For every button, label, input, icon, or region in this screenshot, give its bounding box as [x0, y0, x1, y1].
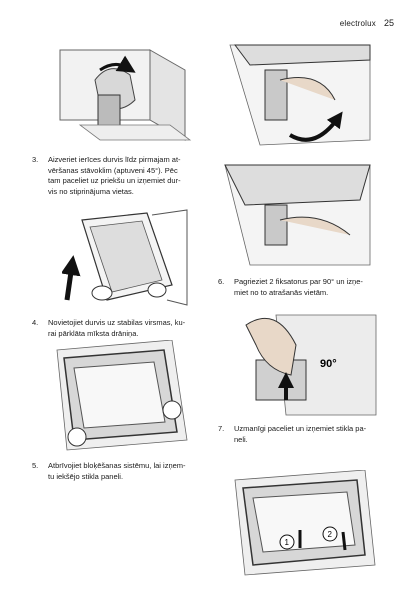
figure-lock-release	[220, 40, 380, 150]
step-number: 5.	[32, 461, 39, 470]
step-number: 4.	[32, 318, 39, 327]
page-number: 25	[383, 18, 394, 28]
step-text: Pagrieziet 2 fiksatorus par 90° un izņe-…	[234, 277, 363, 297]
figure-latch-turn	[220, 160, 380, 270]
step-6: 6. Pagrieziet 2 fiksatorus par 90° un iz…	[218, 277, 398, 298]
figure-door-on-cloth	[42, 340, 192, 455]
page-header: electrolux 25	[340, 18, 394, 28]
step-7: 7. Uzmanīgi paceliet un izņemiet stikla …	[218, 424, 398, 445]
figure-rotate-90: 90°	[236, 305, 381, 420]
step-text: Novietojiet durvis uz stabilas virsmas, …	[48, 318, 186, 338]
step-number: 6.	[218, 277, 225, 286]
step-4: 4. Novietojiet durvis uz stabilas virsma…	[32, 318, 212, 339]
marker-2-label: 2	[328, 530, 333, 539]
figure-glass-removal: 1 2	[225, 470, 380, 580]
figure-door-lift	[62, 205, 192, 310]
figure-hinge-lever	[40, 40, 200, 150]
step-text: Atbrīvojiet bloķēšanas sistēmu, lai izņe…	[48, 461, 186, 481]
step-5: 5. Atbrīvojiet bloķēšanas sistēmu, lai i…	[32, 461, 212, 482]
step-number: 7.	[218, 424, 225, 433]
angle-label: 90°	[320, 358, 337, 370]
step-text: Uzmanīgi paceliet un izņemiet stikla pa-…	[234, 424, 367, 444]
brand-logo: electrolux	[339, 19, 376, 28]
marker-1-label: 1	[285, 538, 290, 547]
step-text: Aizveriet ierīces durvis līdz pirmajam a…	[48, 155, 181, 196]
step-number: 3.	[32, 155, 39, 164]
step-3: 3. Aizveriet ierīces durvis līdz pirmaja…	[32, 155, 212, 197]
